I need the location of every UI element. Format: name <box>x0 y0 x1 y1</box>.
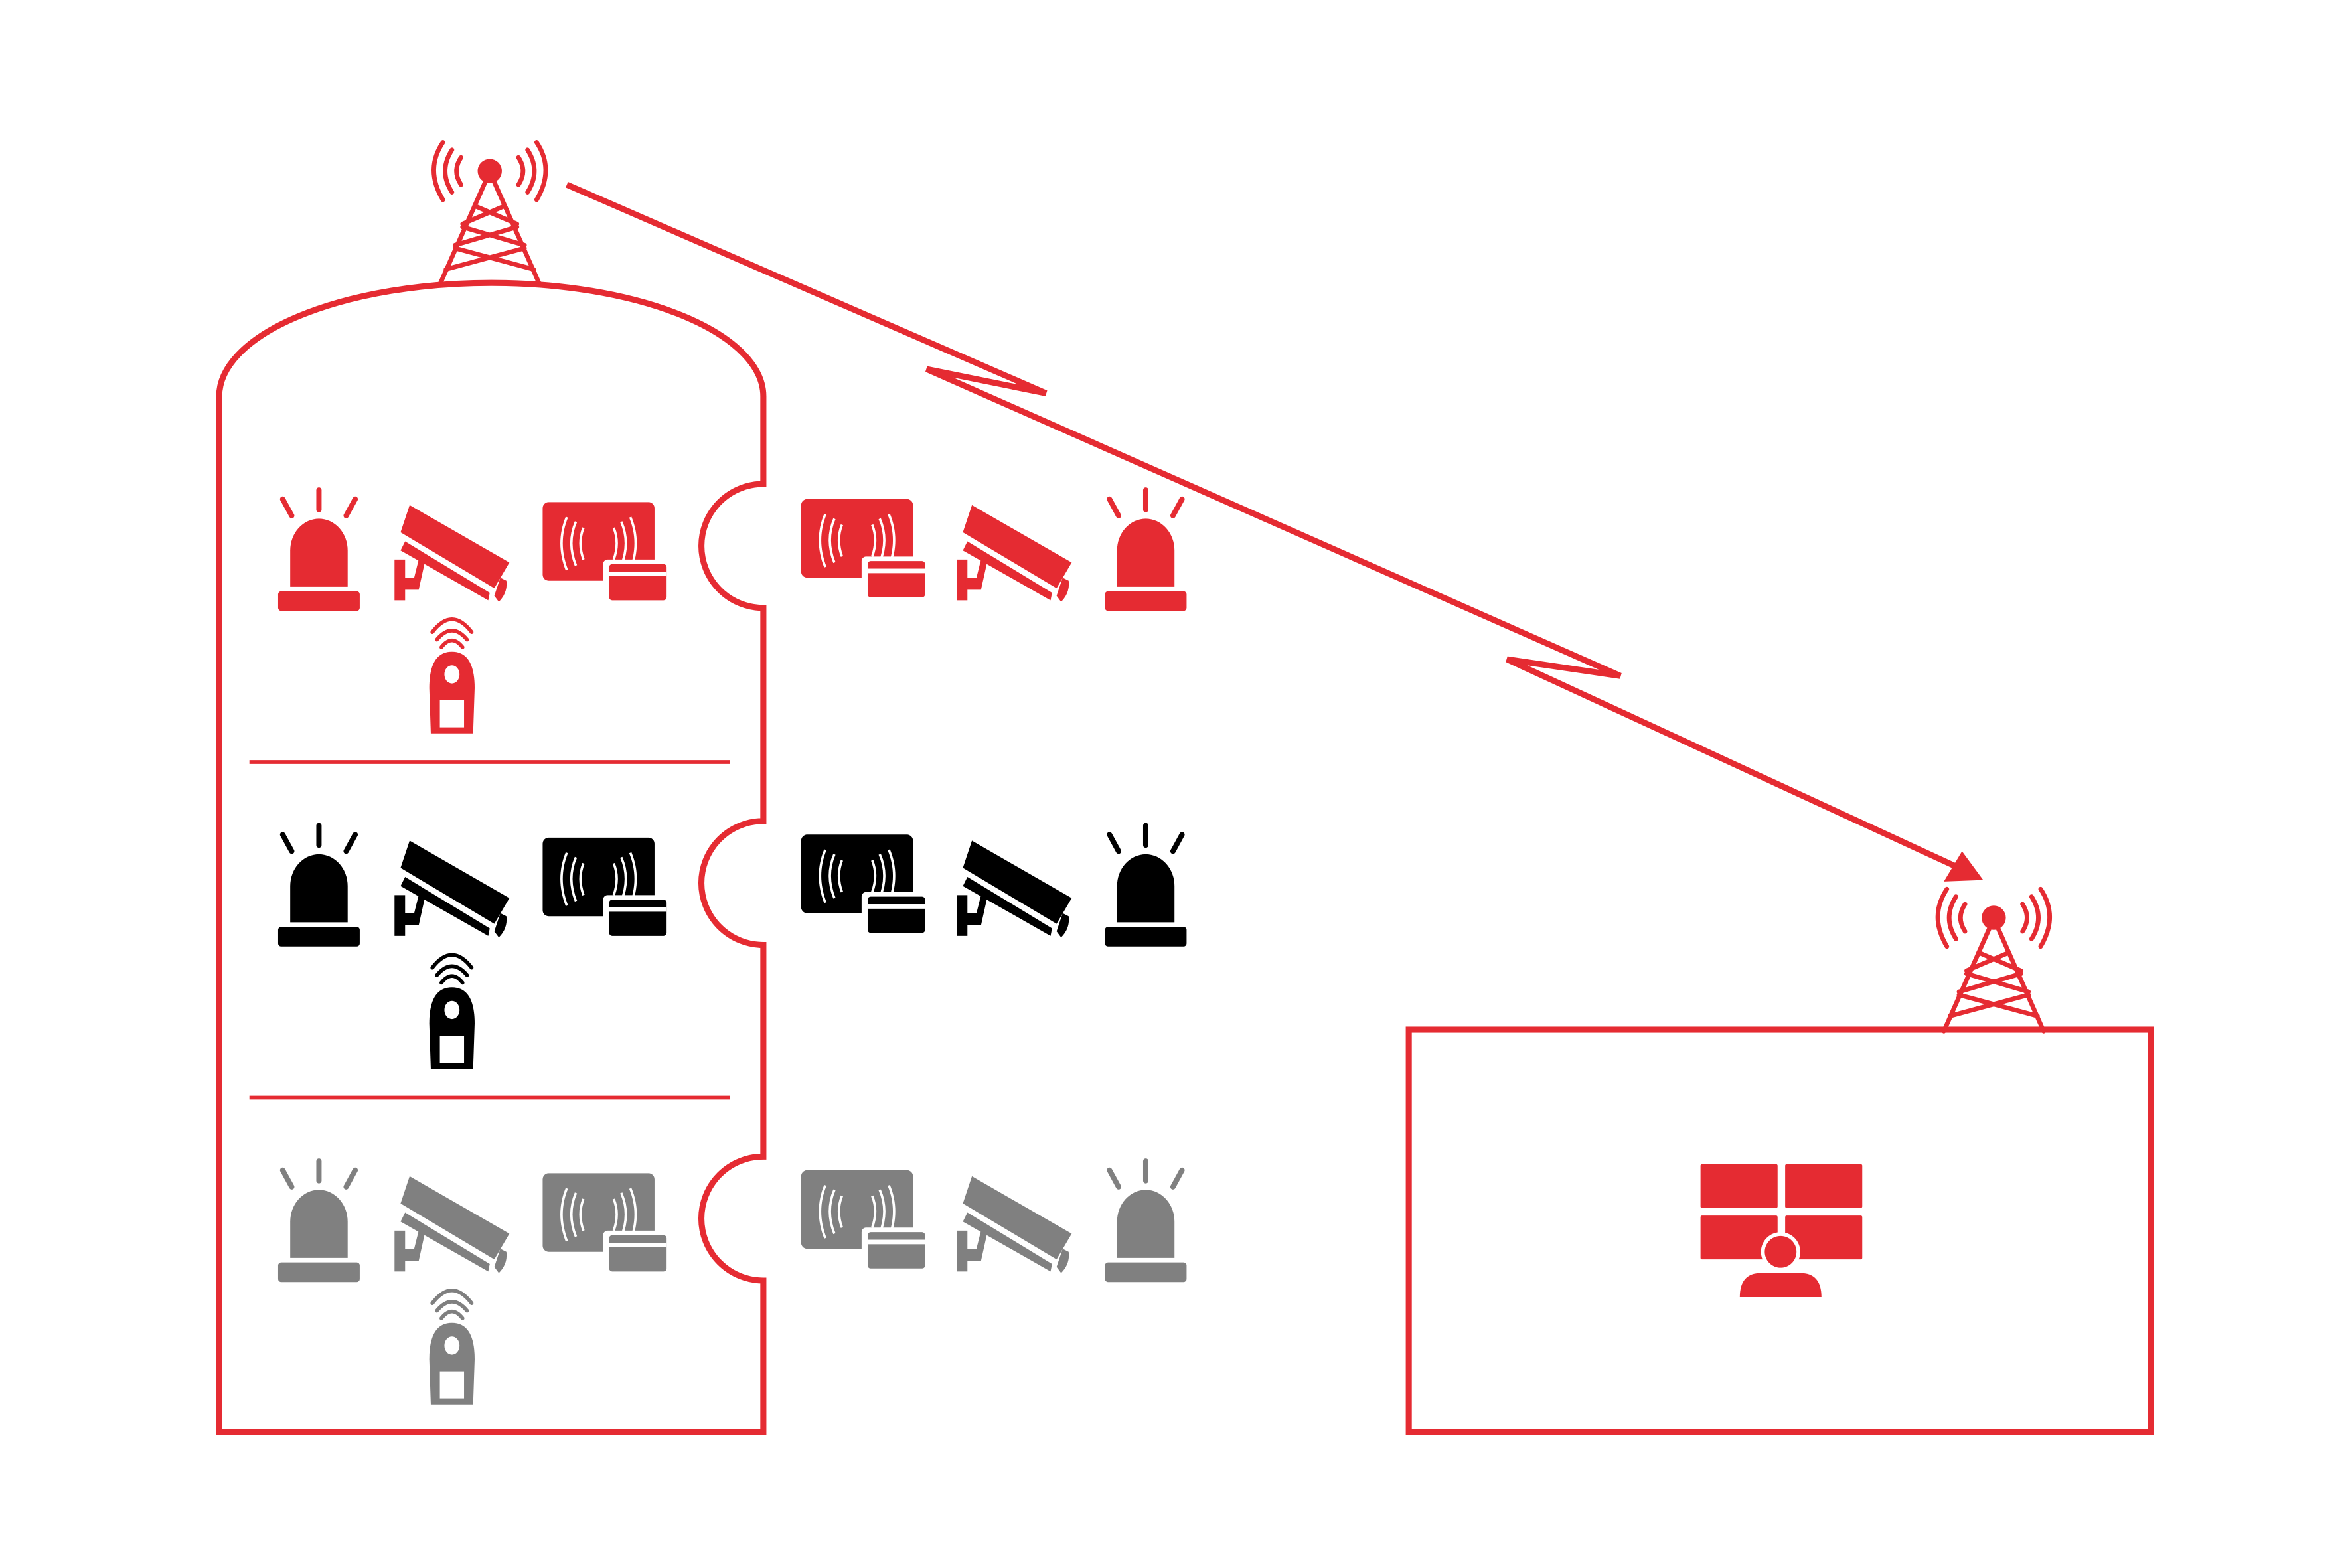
cctv-camera-icon <box>394 505 510 602</box>
cctv-camera-icon <box>394 840 510 938</box>
device-layer <box>278 490 1186 1405</box>
cctv-camera-icon <box>957 1176 1072 1273</box>
cctv-camera-icon <box>957 840 1072 938</box>
control-room-box <box>1405 1026 2154 1435</box>
cctv-camera-icon <box>394 1176 510 1273</box>
card-reader-icon <box>541 501 672 603</box>
card-reader-icon <box>799 1168 931 1271</box>
siren-icon <box>1105 1161 1186 1282</box>
radio-tower-icon <box>1938 889 2049 1031</box>
siren-icon <box>1105 490 1186 611</box>
siren-icon <box>278 826 360 947</box>
building-outline <box>216 279 767 1435</box>
card-reader-icon <box>799 497 931 600</box>
radio-tower-icon <box>433 142 545 284</box>
card-reader-icon <box>541 836 672 939</box>
card-reader-icon <box>799 833 931 936</box>
wireless-link-arrow <box>566 181 1960 871</box>
cctv-camera-icon <box>957 505 1072 602</box>
remote-transmitter-icon <box>430 619 475 734</box>
arrow-head-icon <box>1944 851 1984 882</box>
remote-transmitter-icon <box>430 955 475 1069</box>
siren-icon <box>278 1161 360 1282</box>
siren-icon <box>1105 826 1186 947</box>
card-reader-icon <box>541 1172 672 1275</box>
remote-transmitter-icon <box>430 1291 475 1405</box>
monitoring-operator-icon <box>1700 1164 1863 1298</box>
siren-icon <box>278 490 360 611</box>
